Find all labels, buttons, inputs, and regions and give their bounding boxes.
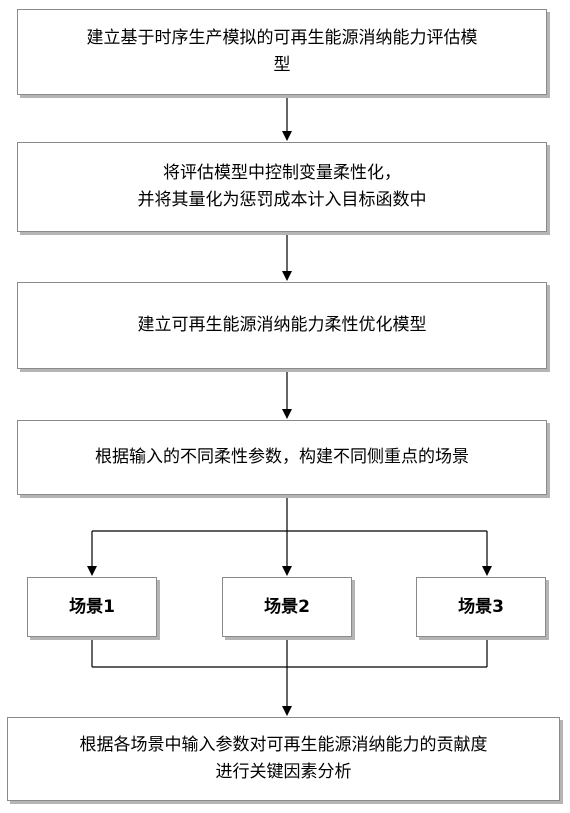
step1-line1: 建立基于时序生产模拟的可再生能源消纳能力评估模 bbox=[86, 28, 478, 48]
step4-line1: 根据输入的不同柔性参数，构建不同侧重点的场景 bbox=[95, 447, 469, 467]
step2-line1: 将评估模型中控制变量柔性化， bbox=[163, 163, 401, 183]
step3-box: 建立可再生能源消纳能力柔性优化模型 bbox=[17, 282, 547, 369]
scene2-box: 场景2 bbox=[222, 577, 352, 637]
scene1-label: 场景1 bbox=[69, 596, 115, 617]
scene2-label: 场景2 bbox=[264, 596, 310, 617]
step5-line1: 根据各场景中输入参数对可再生能源消纳能力的贡献度 bbox=[79, 735, 488, 755]
step1-line2: 型 bbox=[273, 55, 291, 75]
step5-line2: 进行关键因素分析 bbox=[215, 762, 352, 782]
step2-line2: 并将其量化为惩罚成本计入目标函数中 bbox=[137, 190, 427, 210]
scene1-box: 场景1 bbox=[27, 577, 157, 637]
step4-box: 根据输入的不同柔性参数，构建不同侧重点的场景 bbox=[17, 420, 547, 495]
step1-box: 建立基于时序生产模拟的可再生能源消纳能力评估模 型 bbox=[17, 9, 547, 95]
step3-line1: 建立可再生能源消纳能力柔性优化模型 bbox=[137, 315, 427, 335]
step2-box: 将评估模型中控制变量柔性化， 并将其量化为惩罚成本计入目标函数中 bbox=[17, 142, 547, 232]
scene3-label: 场景3 bbox=[458, 596, 504, 617]
scene3-box: 场景3 bbox=[416, 577, 546, 637]
step5-box: 根据各场景中输入参数对可再生能源消纳能力的贡献度 进行关键因素分析 bbox=[7, 717, 560, 801]
